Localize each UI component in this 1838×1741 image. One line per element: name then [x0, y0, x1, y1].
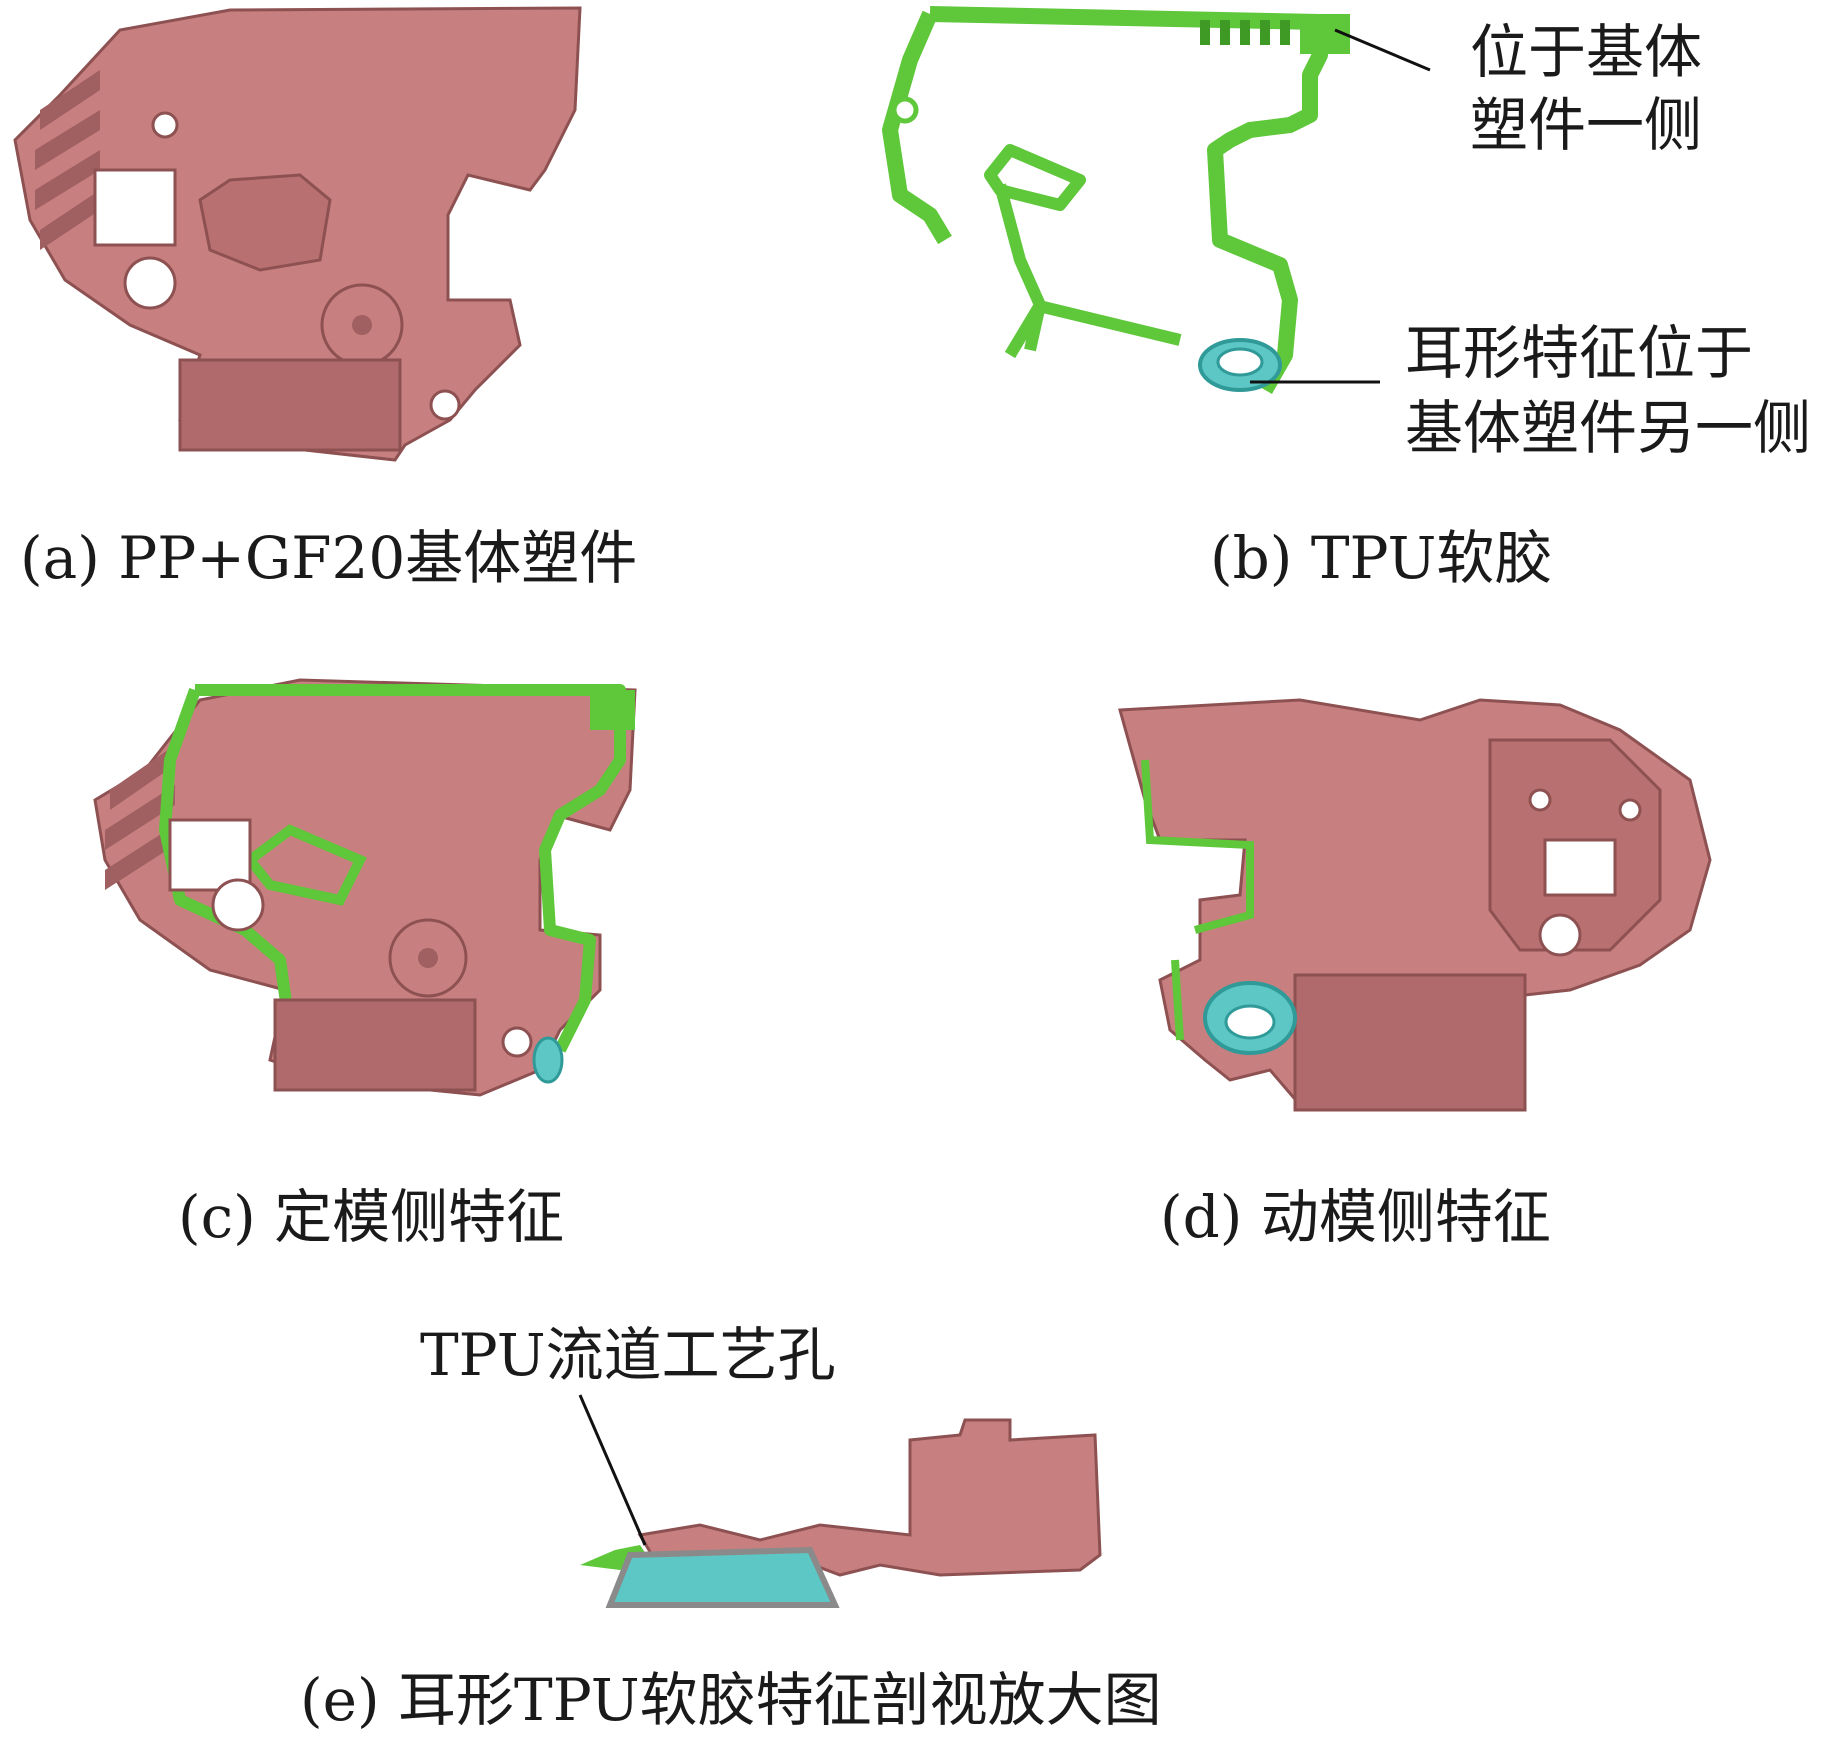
leader-b-top	[1334, 28, 1431, 72]
ear-ring-inner-d	[1224, 1004, 1276, 1040]
panel-a-caption: (a) PP+GF20基体塑件	[20, 524, 637, 592]
panel-b-callout-top-2: 塑件一侧	[1470, 91, 1702, 159]
ribs-c	[105, 745, 175, 890]
panel-a-part	[13, 6, 582, 462]
panel-c-caption: (c) 定模侧特征	[178, 1183, 564, 1251]
boss-c2	[418, 948, 438, 968]
ear-ring-c	[532, 1036, 564, 1084]
panel-c-part	[93, 678, 637, 1097]
panel-b-callout-bottom-1: 耳形特征位于	[1405, 319, 1753, 387]
frame-a	[198, 173, 332, 272]
panel-d-part	[1118, 698, 1712, 1112]
window-d	[1543, 838, 1617, 897]
panel-b-caption: (b) TPU软胶	[1210, 524, 1552, 592]
panel-b-callout-top-1: 位于基体	[1470, 18, 1702, 86]
hole-c2	[501, 1026, 533, 1058]
hole-a3	[429, 389, 461, 421]
panel-d-caption: (d) 动模侧特征	[1160, 1183, 1551, 1251]
tray-c	[273, 998, 477, 1092]
boss-a2	[352, 315, 372, 335]
tray-d	[1293, 973, 1527, 1112]
tpu-ring-b	[891, 96, 919, 124]
tray-a	[178, 358, 402, 452]
tpu-ribs-b	[1200, 20, 1290, 45]
ear-ring-inner-b	[1216, 347, 1264, 377]
hole-c1	[211, 878, 265, 932]
panel-b-part	[882, 6, 1350, 394]
hole-d3	[1618, 798, 1642, 822]
panel-b-callout-bottom-2: 基体塑件另一侧	[1405, 394, 1811, 462]
leader-e	[578, 1394, 647, 1546]
tpu-edge-d	[1141, 759, 1254, 1041]
window-c	[168, 818, 252, 892]
hole-a1	[123, 256, 177, 310]
panel-e-part	[580, 1418, 1102, 1608]
hole-a2	[151, 111, 179, 139]
tpu-tab-c	[590, 690, 635, 730]
window-a	[93, 168, 177, 247]
boss-c1	[388, 918, 468, 998]
hole-d1	[1538, 913, 1582, 957]
ear-section-e	[605, 1546, 840, 1608]
tpu-inner-c	[242, 824, 367, 906]
ribs-a	[35, 70, 100, 250]
panel-e-callout: TPU流道工艺孔	[420, 1321, 836, 1389]
panel-e-caption: (e) 耳形TPU软胶特征剖视放大图	[300, 1666, 1162, 1734]
tpu-inner-b	[984, 144, 1182, 359]
hole-d2	[1528, 788, 1552, 812]
tpu-outline-b	[882, 6, 1328, 394]
